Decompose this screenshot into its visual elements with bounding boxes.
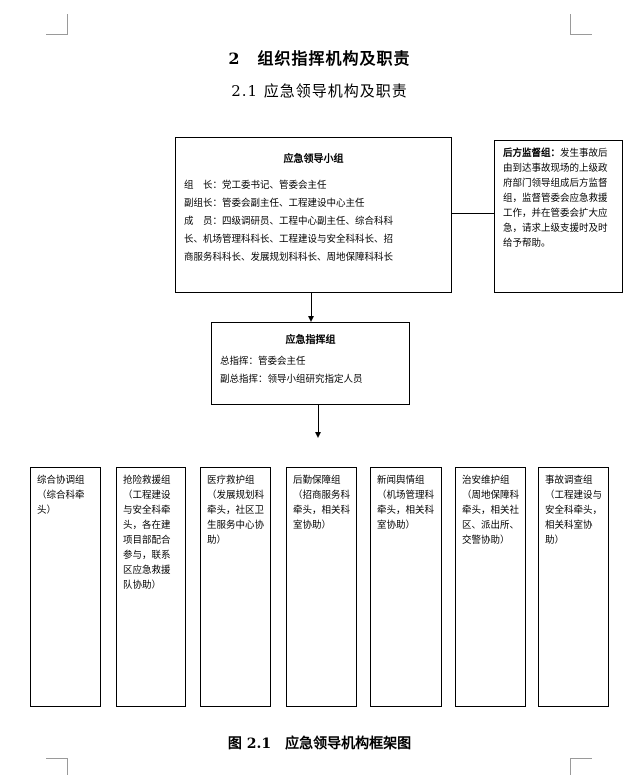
subgroup-security-text: 治安维护组（周地保障科牵头，相关社区、派出所、交警协助） — [462, 475, 520, 546]
subgroup-medical-text: 医疗救护组（发展规划科牵头，社区卫生服务中心协助） — [207, 475, 265, 546]
subgroup-medical: 医疗救护组（发展规划科牵头，社区卫生服务中心协助） — [200, 467, 271, 707]
crop-mark-bottom-left-h — [46, 758, 68, 759]
leadership-line-members-3: 商服务科科长、发展规划科科长、周地保障科科长 — [184, 252, 394, 263]
crop-mark-top-right-h — [570, 34, 592, 35]
subgroup-media-text: 新闻舆情组（机场管理科牵头，相关科室协助） — [377, 475, 435, 531]
command-line-chief: 总指挥：管委会主任 — [220, 356, 306, 367]
leadership-line-members-2: 长、机场管理科科长、工程建设与安全科科长、招 — [184, 234, 394, 245]
subgroup-coordination-text: 综合协调组（综合科牵头） — [37, 475, 85, 516]
arrow-to-subgroups — [315, 432, 321, 438]
crop-mark-bottom-left-v — [67, 758, 68, 775]
subsection-heading: 2.1 应急领导机构及职责 — [231, 82, 408, 100]
subgroup-investigation: 事故调查组（工程建设与安全科牵头，相关科室协助） — [538, 467, 609, 707]
subgroup-media: 新闻舆情组（机场管理科牵头，相关科室协助） — [370, 467, 442, 707]
leadership-line-leader: 组 长：党工委书记、管委会主任 — [184, 180, 327, 191]
supervision-group-description: 发生事故后由到达事故现场的上级政府部门领导组成后方监督组，监督管委会应急救援工作… — [503, 148, 608, 249]
supervision-group-box: 后方监督组：发生事故后由到达事故现场的上级政府部门领导组成后方监督组，监督管委会… — [494, 140, 623, 293]
connector-leadership-command — [311, 293, 312, 316]
subgroup-security: 治安维护组（周地保障科牵头，相关社区、派出所、交警协助） — [455, 467, 526, 707]
leadership-line-members-1: 成 员：四级调研员、工程中心副主任、综合科科 — [184, 216, 394, 227]
command-line-deputy: 副总指挥：领导小组研究指定人员 — [220, 374, 363, 385]
supervision-group-title: 后方监督组： — [503, 148, 561, 159]
leadership-group-title: 应急领导小组 — [283, 154, 344, 165]
subgroup-rescue: 抢险救援组（工程建设与安全科牵头，各在建项目部配合参与，联系区应急救援队协助） — [116, 467, 186, 707]
section-heading: 2 组织指挥机构及职责 — [228, 49, 411, 68]
leadership-group-box: 应急领导小组 组 长：党工委书记、管委会主任 副组长：管委会副主任、工程建设中心… — [175, 137, 452, 293]
subgroup-rescue-text: 抢险救援组（工程建设与安全科牵头，各在建项目部配合参与，联系区应急救援队协助） — [123, 475, 171, 591]
command-group-title: 应急指挥组 — [285, 335, 336, 346]
subgroup-logistics: 后勤保障组（招商服务科牵头，相关科室协助） — [286, 467, 357, 707]
crop-mark-top-right-v — [570, 14, 571, 35]
subgroup-coordination: 综合协调组（综合科牵头） — [30, 467, 101, 707]
figure-caption: 图 2.1 应急领导机构框架图 — [227, 736, 412, 752]
subgroup-logistics-text: 后勤保障组（招商服务科牵头，相关科室协助） — [293, 475, 351, 531]
supervision-group-text: 后方监督组：发生事故后由到达事故现场的上级政府部门领导组成后方监督组，监督管委会… — [503, 146, 616, 251]
leadership-line-deputy: 副组长：管委会副主任、工程建设中心主任 — [184, 198, 365, 209]
subgroup-investigation-text: 事故调查组（工程建设与安全科牵头，相关科室协助） — [545, 475, 603, 546]
command-group-box: 应急指挥组 总指挥：管委会主任 副总指挥：领导小组研究指定人员 — [211, 322, 410, 405]
crop-mark-bottom-right-h — [570, 758, 592, 759]
connector-leadership-supervision — [452, 213, 495, 214]
crop-mark-top-left-h — [46, 34, 68, 35]
arrow-to-command-group — [308, 316, 314, 322]
crop-mark-top-left-v — [67, 14, 68, 35]
crop-mark-bottom-right-v — [570, 758, 571, 775]
connector-command-subgroups — [318, 405, 319, 432]
